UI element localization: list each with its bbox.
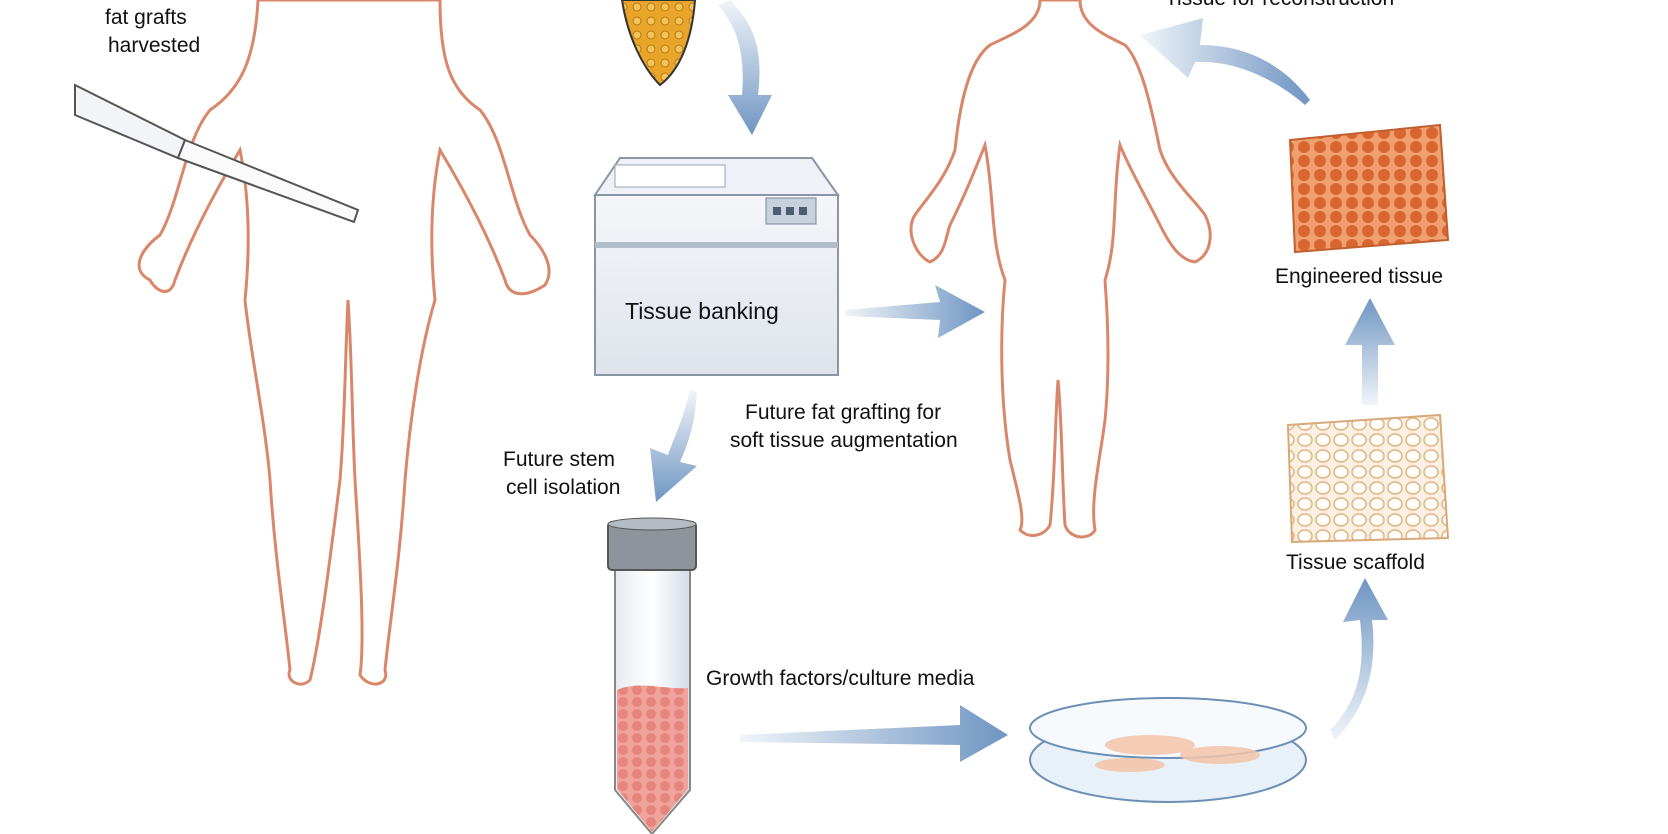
arrow-to-reconstruction-icon: [1140, 18, 1310, 105]
centrifuge-tube-icon: [607, 517, 697, 834]
tissue-banking-label: Tissue banking: [625, 298, 779, 324]
harvest-label-line1: fat grafts: [105, 6, 187, 29]
liposuction-cannula-icon: [74, 83, 360, 224]
arrow-to-stem-cell-icon: [650, 390, 697, 502]
recipient-body-outline: [909, 0, 1212, 539]
arrow-to-scaffold-icon: [1330, 578, 1388, 740]
arrow-to-engineered-icon: [1345, 298, 1395, 405]
fat-grafting-label-line2: soft tissue augmentation: [730, 429, 958, 452]
growth-factors-label: Growth factors/culture media: [706, 667, 975, 690]
tissue-scaffold-label: Tissue scaffold: [1286, 551, 1425, 574]
arrow-to-recipient-icon: [845, 285, 985, 338]
harvest-label-line2: harvested: [108, 34, 201, 57]
fat-tissue-sample-icon: [620, 0, 697, 87]
stem-cell-label-line2: cell isolation: [506, 476, 621, 499]
donor-body-outline: [137, 0, 551, 686]
tissue-bank-freezer-icon: [593, 157, 840, 376]
stem-cell-label-line1: Future stem: [503, 448, 616, 471]
arrow-to-banking-icon: [718, 0, 772, 135]
reconstruction-label: Tissue for reconstruction: [1165, 0, 1394, 12]
fat-grafting-label-line1: Future fat grafting for: [745, 401, 942, 424]
engineered-tissue-icon: [1288, 123, 1450, 254]
engineered-tissue-label: Engineered tissue: [1275, 265, 1444, 288]
tissue-scaffold-icon: [1286, 413, 1450, 544]
arrow-to-culture-dish-icon: [740, 705, 1008, 762]
culture-dish-icon: [1029, 697, 1307, 803]
